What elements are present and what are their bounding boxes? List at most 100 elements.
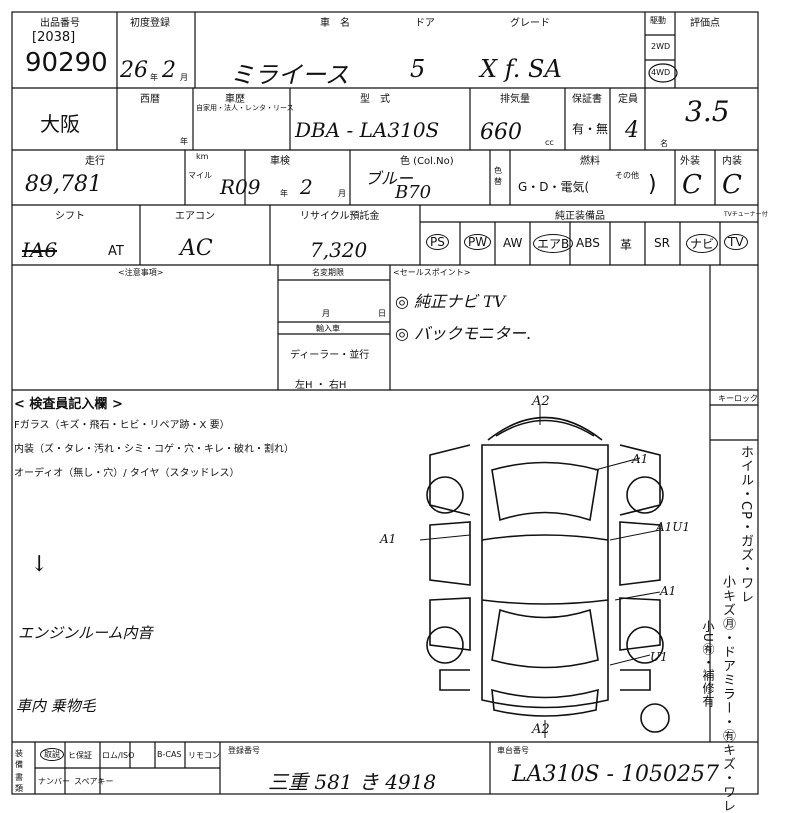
inspector-line-1: Fガラス（キズ・飛石・ヒビ・リペア跡・X 要）: [14, 420, 230, 431]
mileage-mile-label: マイル: [188, 171, 212, 180]
name-change-month: 月: [322, 309, 330, 318]
equip-navi: ナビ: [686, 234, 719, 253]
history-label: 車歴: [225, 94, 245, 105]
rating-value: 3.5: [685, 95, 730, 128]
bottom-row1-label: 装備: [15, 749, 23, 769]
lot-code: [2038]: [32, 30, 76, 45]
color-label: 色 (Col.No): [400, 156, 454, 167]
exterior-value: C: [682, 170, 702, 200]
shaken-year: 2: [300, 175, 313, 199]
first-reg-label: 初度登録: [130, 18, 170, 29]
chassis-label: 車台番号: [497, 746, 529, 755]
equip-pw: PW: [464, 234, 492, 250]
inspector-hand-2: 車内 乗物毛: [16, 697, 96, 715]
color-value: ブルー: [365, 169, 414, 188]
fuel-options: G・D・電気(: [518, 180, 590, 194]
inspector-line-2: 内装（ズ・タレ・汚れ・シミ・コゲ・穴・キレ・破れ・割れ）: [14, 444, 294, 455]
displacement-unit: cc: [545, 138, 554, 147]
shaken-month-unit: 月: [338, 189, 346, 198]
inspector-hand-1: エンジンルーム内音: [18, 624, 153, 642]
year-west-unit: 年: [180, 137, 188, 146]
plate-value: 三重 581 き 4918: [268, 770, 437, 794]
capacity-label: 定員: [618, 94, 638, 105]
bottom-remote: リモコン: [188, 751, 220, 760]
shift-label: シフト: [55, 211, 85, 222]
aircon-value: AC: [180, 236, 213, 261]
first-reg-year-unit: 年: [150, 73, 158, 82]
import-label: 輸入車: [316, 324, 340, 333]
model-code-value: DBA - LA310S: [295, 118, 440, 142]
mark-right-door: A1U1: [656, 520, 691, 534]
aircon-label: エアコン: [175, 211, 215, 222]
sales-point-2: ◎ バックモニター.: [395, 324, 532, 343]
bottom-spare-key: スペアキー: [74, 777, 114, 786]
displacement-label: 排気量: [500, 94, 530, 105]
interior-label: 内装: [722, 156, 742, 167]
displacement-value: 660: [480, 120, 522, 145]
side-note-3: 小U㊒・補修有: [701, 620, 715, 708]
mark-rear: A2: [532, 722, 550, 737]
history-note: 自家用・法人・レンタ・リース: [196, 104, 294, 112]
import-value: ディーラー・並行: [290, 350, 370, 361]
mileage-unit: km: [196, 152, 209, 161]
first-reg-value: 26: [120, 58, 148, 83]
fuel-label: 燃料: [580, 156, 600, 167]
warranty-value: 有・無: [572, 122, 609, 136]
sales-point-1: ◎ 純正ナビ TV: [395, 292, 506, 311]
color-change-label: 色替: [494, 166, 502, 186]
mark-right-front: A1: [632, 452, 649, 466]
grade-value: X f. SA: [480, 55, 562, 83]
shaken-label: 車検: [270, 156, 290, 167]
warranty-label: 保証書: [572, 94, 602, 105]
lot-label: 出品番号: [40, 18, 80, 29]
model-code-label: 型 式: [360, 94, 390, 105]
shaken-year-unit: 年: [280, 189, 288, 198]
sales-points-label: <セールスポイント>: [393, 268, 471, 277]
bottom-row2-label: 書類: [15, 773, 23, 793]
shaken-value: R09: [220, 175, 261, 199]
inspector-mark: ↓: [30, 552, 49, 577]
mark-front: A2: [532, 394, 550, 409]
first-reg-month: 2: [162, 58, 176, 83]
shift-suffix: AT: [108, 244, 124, 259]
fuel-close: ): [648, 172, 657, 197]
mileage-label: 走行: [85, 156, 105, 167]
side-note-1: ホイル・CP・ガズ・ワレ: [738, 445, 753, 604]
capacity-value: 4: [625, 118, 639, 143]
equipment-label: 純正装備品: [555, 211, 605, 222]
doors-label: ドア: [415, 18, 435, 29]
car-diagram: [419, 405, 670, 738]
shift-value: IA6: [22, 238, 58, 262]
model-name-value: ミライース: [230, 61, 349, 89]
interior-value: C: [722, 170, 742, 200]
name-change-day: 日: [378, 309, 386, 318]
lot-number: 90290: [25, 48, 108, 78]
equip-tv: TV: [724, 234, 748, 250]
color-code: B70: [395, 182, 432, 203]
inspector-title: < 検査員記入欄 >: [14, 397, 123, 412]
bottom-rom: ロム/ISO: [102, 751, 135, 760]
rating-label: 評価点: [690, 18, 720, 29]
drive-4wd: 4WD: [651, 68, 671, 77]
drive-2wd: 2WD: [651, 42, 671, 51]
capacity-unit: 名: [660, 139, 668, 148]
equipment-tuner-label: TVチューナー付: [724, 211, 768, 218]
inspector-line-3: オーディオ（無し・穴）/ タイヤ（スタッドレス）: [14, 468, 240, 479]
bottom-number: ナンバー: [38, 777, 70, 786]
grade-label: グレード: [510, 18, 550, 29]
mileage-value: 89,781: [25, 172, 102, 197]
mark-right-rear: U1: [650, 650, 668, 664]
mark-left-door: A1: [380, 532, 397, 546]
name-change-label: 名変期限: [312, 268, 344, 277]
equip-sr: SR: [654, 236, 670, 250]
exterior-label: 外装: [680, 156, 700, 167]
bottom-manual: 取説: [40, 748, 64, 761]
recycle-value: 7,320: [310, 238, 368, 262]
bottom-bcas: B-CAS: [157, 750, 182, 759]
bottom-warranty: ヒ保証: [68, 751, 92, 760]
equip-leather: 革: [620, 238, 633, 252]
keyless-label: キーロック: [718, 394, 758, 403]
chassis-value: LA310S - 1050257: [512, 762, 719, 787]
drive-label: 駆動: [650, 16, 666, 25]
